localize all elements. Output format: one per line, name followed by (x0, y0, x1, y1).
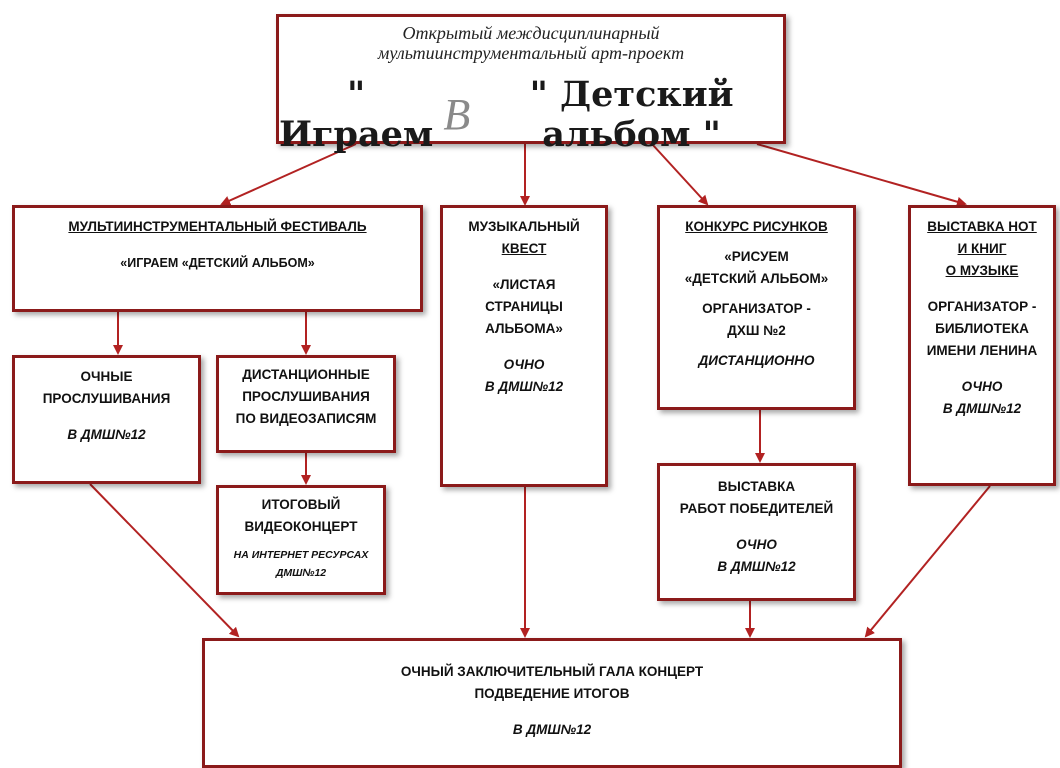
exhibition-organizer-3: ИМЕНИ ЛЕНИНА (926, 343, 1038, 358)
exhibition-mode: ОЧНО (961, 379, 1003, 394)
arrow-header-to-festival (220, 143, 357, 206)
drawing-line-2: «ДЕТСКИЙ АЛЬБОМ» (684, 271, 829, 286)
exhibition-title-3: О МУЗЫКЕ (945, 263, 1019, 278)
festival-box: МУЛЬТИИНСТРУМЕНТАЛЬНЫЙ ФЕСТИВАЛЬ «ИГРАЕМ… (12, 205, 423, 312)
gala-concert-box: ОЧНЫЙ ЗАКЛЮЧИТЕЛЬНЫЙ ГАЛА КОНЦЕРТ ПОДВЕД… (202, 638, 902, 768)
exhibition-place: В ДМШ№12 (942, 401, 1022, 416)
in-person-line-2: ПРОСЛУШИВАНИЯ (42, 391, 171, 406)
drawing-mode: ДИСТАНЦИОННО (698, 353, 815, 368)
drawing-contest-box: КОНКУРС РИСУНКОВ «РИСУЕМ «ДЕТСКИЙ АЛЬБОМ… (657, 205, 856, 410)
quest-title-2: КВЕСТ (501, 241, 547, 256)
header-line-2: мультиинструментальный арт-проект (377, 43, 685, 63)
video-concert-place-1: НА ИНТЕРНЕТ РЕСУРСАХ (233, 549, 369, 561)
drawing-organizer-1: ОРГАНИЗАТОР - (702, 301, 811, 316)
arrow-header-to-exhibition (756, 143, 967, 207)
drawing-title: КОНКУРС РИСУНКОВ (685, 219, 828, 234)
quest-line-2: СТРАНИЦЫ (485, 299, 563, 314)
header-line-1: Открытый междисциплинарный (402, 23, 660, 43)
quest-title-1: МУЗЫКАЛЬНЫЙ (468, 219, 580, 234)
drawing-organizer-2: ДХШ №2 (727, 323, 786, 338)
exhibition-organizer-1: ОРГАНИЗАТОР - (927, 299, 1037, 314)
winners-place: В ДМШ№12 (717, 559, 796, 574)
notes-books-exhibition-box: ВЫСТАВКА НОТ И КНИГ О МУЗЫКЕ ОРГАНИЗАТОР… (908, 205, 1056, 486)
gala-line-1: ОЧНЫЙ ЗАКЛЮЧИТЕЛЬНЫЙ ГАЛА КОНЦЕРТ (400, 664, 704, 679)
quest-mode: ОЧНО (503, 357, 545, 372)
in-person-place: В ДМШ№12 (67, 427, 146, 442)
quest-place: В ДМШ№12 (484, 379, 564, 394)
musical-quest-box: МУЗЫКАЛЬНЫЙ КВЕСТ «ЛИСТАЯ СТРАНИЦЫ АЛЬБО… (440, 205, 608, 487)
header-title-open: " Играем (279, 74, 434, 155)
quest-line-3: АЛЬБОМА» (485, 321, 563, 336)
header-title-close: " Детский альбом " (529, 74, 734, 155)
arrow-in-person-to-gala (89, 483, 240, 638)
arrow-header-to-drawing (651, 143, 709, 206)
festival-subtitle: «ИГРАЕМ «ДЕТСКИЙ АЛЬБОМ» (120, 256, 315, 270)
in-person-auditions-box: ОЧНЫЕ ПРОСЛУШИВАНИЯ В ДМШ№12 (12, 355, 201, 484)
exhibition-organizer-2: БИБЛИОТЕКА (935, 321, 1029, 336)
video-concert-line-1: ИТОГОВЫЙ (261, 497, 341, 512)
video-concert-line-2: ВИДЕОКОНЦЕРТ (244, 519, 358, 534)
header-title: " Играем В " Детский альбом " (279, 75, 783, 155)
video-concert-box: ИТОГОВЫЙ ВИДЕОКОНЦЕРТ НА ИНТЕРНЕТ РЕСУРС… (216, 485, 386, 595)
arrow-exhibition-to-gala (864, 485, 991, 638)
remote-line-3: ПО ВИДЕОЗАПИСЯМ (235, 411, 377, 426)
video-concert-place-2: ДМШ№12 (275, 567, 327, 579)
remote-line-2: ПРОСЛУШИВАНИЯ (242, 389, 370, 404)
exhibition-title-2: И КНИГ (957, 241, 1007, 256)
winners-exhibition-box: ВЫСТАВКА РАБОТ ПОБЕДИТЕЛЕЙ ОЧНО В ДМШ№12 (657, 463, 856, 601)
winners-mode: ОЧНО (736, 537, 777, 552)
remote-line-1: ДИСТАНЦИОННЫЕ (242, 367, 370, 382)
header-monogram: В (443, 90, 471, 139)
gala-place: В ДМШ№12 (512, 722, 592, 737)
gala-line-2: ПОДВЕДЕНИЕ ИТОГОВ (474, 686, 630, 701)
quest-line-1: «ЛИСТАЯ (492, 277, 556, 292)
winners-line-1: ВЫСТАВКА (717, 479, 796, 494)
festival-title: МУЛЬТИИНСТРУМЕНТАЛЬНЫЙ ФЕСТИВАЛЬ (68, 219, 367, 234)
project-header: Открытый междисциплинарный мультиинструм… (276, 14, 786, 155)
exhibition-title-1: ВЫСТАВКА НОТ (927, 219, 1037, 234)
winners-line-2: РАБОТ ПОБЕДИТЕЛЕЙ (679, 501, 834, 516)
remote-auditions-box: ДИСТАНЦИОННЫЕ ПРОСЛУШИВАНИЯ ПО ВИДЕОЗАПИ… (216, 355, 396, 453)
drawing-line-1: «РИСУЕМ (724, 249, 789, 264)
in-person-line-1: ОЧНЫЕ (80, 369, 133, 384)
